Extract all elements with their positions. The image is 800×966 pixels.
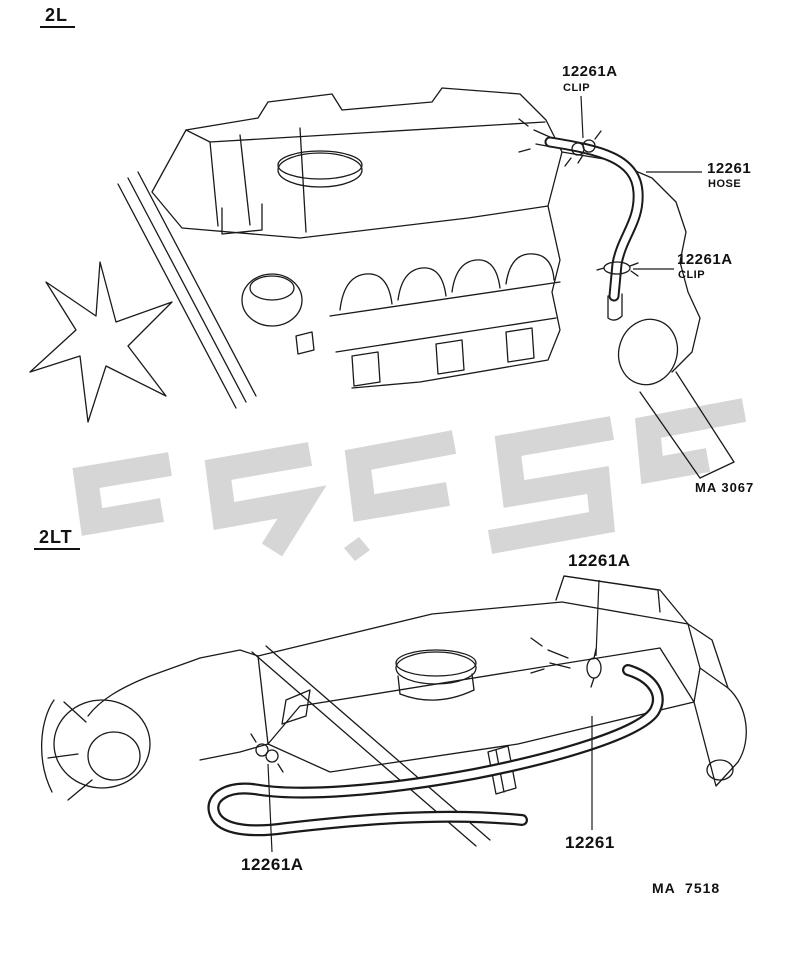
section-label-2lt: 2LT <box>34 528 80 550</box>
engine-drawing-2l <box>29 87 735 479</box>
callout-part-no-12261a-clip-top: 12261A <box>562 63 618 80</box>
section-label-2l: 2L <box>40 6 76 28</box>
callout-part-name-clip-top: CLIP <box>563 82 591 94</box>
figure-ref-ma3067: MA 3067 <box>695 480 755 495</box>
callout-part-no-12261-hose: 12261 <box>707 160 752 177</box>
callout-part-no-12261a-upper: 12261A <box>568 551 631 570</box>
leader-lines-2l <box>580 95 702 270</box>
callout-part-no-12261a-lower: 12261A <box>241 855 304 874</box>
callout-part-name-hose: HOSE <box>708 178 742 190</box>
clip-parts-2l <box>518 118 639 321</box>
engine-drawing-2lt <box>40 575 747 847</box>
callout-part-no-12261-hose-2lt: 12261 <box>565 833 615 852</box>
clip-parts-2lt <box>250 648 602 773</box>
leader-lines-2lt <box>267 579 600 853</box>
hose-part-2lt <box>207 664 664 837</box>
callout-part-name-clip-right: CLIP <box>678 269 706 281</box>
figure-ref-ma7518: MA 7518 <box>652 880 721 896</box>
hose-part-2l <box>544 136 644 302</box>
callout-part-no-12261a-clip-right: 12261A <box>677 251 733 268</box>
